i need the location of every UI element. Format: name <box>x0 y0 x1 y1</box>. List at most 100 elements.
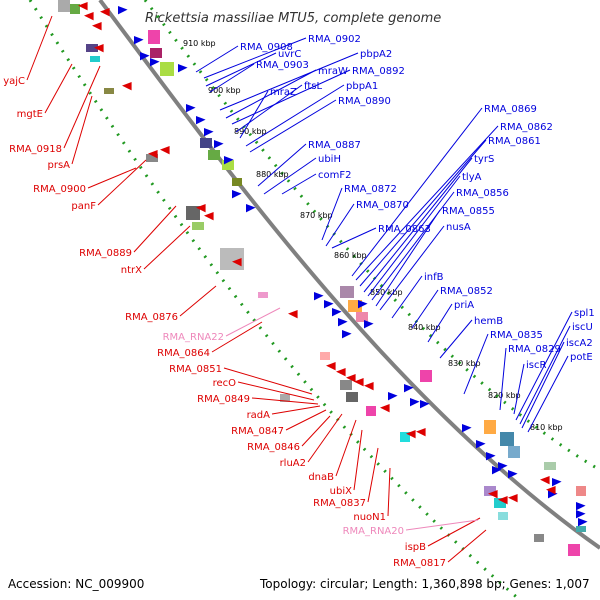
kbp-tick-label: 840 kbp <box>408 323 441 332</box>
gene-arrow <box>122 82 132 91</box>
gene-box <box>280 394 290 402</box>
gene-arrow <box>420 400 430 409</box>
gene-box <box>494 498 506 508</box>
forward-label-line <box>521 341 565 429</box>
kbp-tick-label: 830 kbp <box>448 359 481 368</box>
forward-gene-label: ftsL <box>304 81 322 92</box>
gene-box <box>500 432 514 446</box>
gene-box <box>146 154 158 162</box>
reverse-label-line <box>427 517 481 547</box>
gene-box <box>498 512 508 520</box>
gene-arrow <box>342 330 352 339</box>
forward-gene-label: iscA2 <box>566 338 593 349</box>
gene-arrow <box>148 150 158 159</box>
genome-backbone <box>98 0 600 550</box>
forward-gene-label: spl1 <box>574 308 595 319</box>
reverse-label-line <box>71 95 93 165</box>
reverse-gene-label: mgtE <box>17 109 43 120</box>
reverse-label-line <box>307 413 343 463</box>
gene-arrow <box>488 490 498 499</box>
gene-arrow <box>416 428 426 437</box>
forward-label-line <box>439 319 473 359</box>
forward-gene-label: priA <box>454 300 474 311</box>
reverse-label-line <box>179 285 217 317</box>
reverse-gene-label: RMA_0847 <box>231 426 284 437</box>
gene-box <box>346 392 358 402</box>
gene-arrow <box>160 146 170 155</box>
forward-label-line <box>235 84 303 133</box>
gene-arrow <box>540 476 550 485</box>
forward-gene-label: RMA_0903 <box>256 60 309 71</box>
gene-arrow <box>552 478 562 487</box>
gene-arrow <box>462 424 472 433</box>
label-lines <box>26 15 573 563</box>
forward-gene-label: iscR <box>526 360 546 371</box>
gene-arrow <box>196 204 206 213</box>
gene-arrow <box>84 12 94 21</box>
gene-features <box>58 0 588 556</box>
gene-box <box>508 446 520 458</box>
forward-gene-label: pbpA1 <box>346 81 378 92</box>
forward-label-line <box>355 125 499 281</box>
forward-label-line <box>209 63 255 93</box>
gene-box <box>420 370 432 382</box>
reverse-label-line <box>87 167 137 189</box>
gene-arrow <box>476 440 486 449</box>
gene-arrow <box>338 318 348 327</box>
reverse-gene-label: ntrX <box>121 265 142 276</box>
rna-label-line <box>405 519 479 531</box>
gene-box <box>340 380 352 390</box>
reverse-gene-label: ubiX <box>330 486 352 497</box>
forward-gene-label: RMA_0892 <box>352 66 405 77</box>
gene-arrow <box>358 300 368 309</box>
kbp-tick-label: 810 kbp <box>530 423 563 432</box>
forward-label-line <box>281 173 317 195</box>
reverse-gene-label: RMA_0918 <box>9 144 62 155</box>
reverse-gene-label: dnaB <box>308 472 334 483</box>
reverse-gene-label: nuoN1 <box>353 512 386 523</box>
reverse-gene-label: RMA_0851 <box>169 364 222 375</box>
forward-label-line <box>205 52 277 87</box>
gene-arrow <box>354 378 364 387</box>
gene-box <box>258 292 268 298</box>
forward-gene-label: hemB <box>474 316 503 327</box>
gene-box <box>150 48 162 58</box>
gene-arrow <box>380 404 390 413</box>
forward-label-line <box>515 311 573 421</box>
gene-arrow <box>92 22 102 31</box>
reverse-label-line <box>143 225 191 270</box>
forward-label-line <box>325 203 355 247</box>
gene-arrow <box>214 140 224 149</box>
forward-gene-label: RMA_0902 <box>308 34 361 45</box>
forward-gene-label: RMA_0908 <box>240 42 293 53</box>
forward-label-line <box>195 45 239 73</box>
gene-box <box>576 486 586 496</box>
reverse-gene-label: RMA_0837 <box>313 498 366 509</box>
genome-title: Rickettsia massiliae MTU5, complete geno… <box>145 11 441 26</box>
forward-gene-label: RMA_0863 <box>378 224 431 235</box>
gene-box <box>400 432 410 442</box>
gene-arrow <box>498 496 508 505</box>
forward-label-line <box>427 303 453 343</box>
reverse-gene-label: panF <box>71 201 96 212</box>
forward-gene-label: RMA_0872 <box>344 184 397 195</box>
forward-label-line <box>257 143 307 187</box>
gene-arrow <box>364 382 374 391</box>
forward-label-line <box>321 187 343 241</box>
kbp-tick-label: 900 kbp <box>208 86 241 95</box>
gene-arrow <box>204 128 214 137</box>
gene-box <box>320 352 330 360</box>
forward-label-line <box>225 69 317 119</box>
gene-arrow <box>134 36 144 45</box>
gene-box <box>70 4 80 14</box>
gene-box <box>340 286 354 298</box>
gene-arrow <box>546 486 556 495</box>
reverse-gene-label: RMA_0846 <box>247 442 300 453</box>
forward-gene-label: RMA_0856 <box>456 188 509 199</box>
rna-label-line <box>225 307 281 337</box>
forward-gene-label: pbpA2 <box>360 49 392 60</box>
forward-gene-label: infB <box>424 272 444 283</box>
gene-arrow <box>404 384 414 393</box>
